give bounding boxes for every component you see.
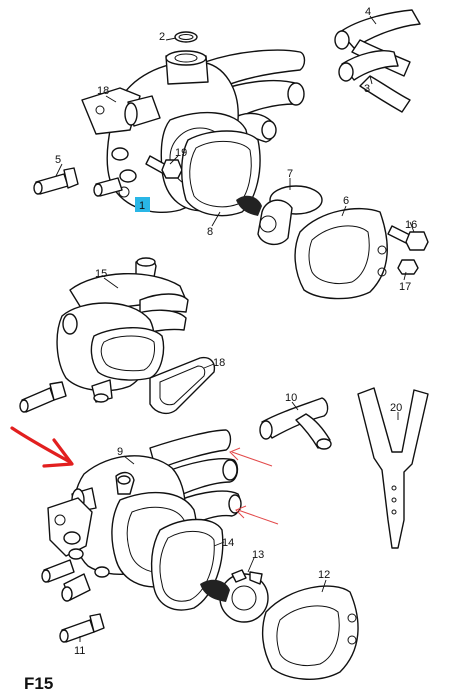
callout-6: 6 (343, 195, 349, 207)
callout-20: 20 (390, 402, 402, 414)
callout-16: 16 (405, 219, 417, 231)
callout-7: 7 (287, 168, 293, 180)
callout-9: 9 (117, 446, 123, 458)
callout-14: 14 (222, 537, 234, 549)
callout-13: 13 (252, 549, 264, 561)
stud-near-part-1 (93, 177, 123, 197)
bolt-part-16 (387, 225, 429, 251)
stud-middle-left (19, 381, 67, 413)
callout-labels: 2 4 3 18 5 19 1 7 6 8 16 17 15 18 10 20 … (55, 6, 417, 657)
callout-badge-1 (135, 197, 150, 212)
housing-part-15 (56, 257, 189, 403)
callout-3: 3 (364, 83, 370, 95)
stud-bottom-left (41, 559, 75, 583)
red-leader-lower (235, 505, 279, 525)
callout-5: 5 (55, 154, 61, 166)
callout-17: 17 (399, 281, 411, 293)
bolt-part-19 (145, 155, 183, 179)
cover-part-6 (294, 207, 388, 300)
callout-10: 10 (285, 392, 297, 404)
red-leader-upper (229, 447, 273, 467)
callout-15: 15 (95, 268, 107, 280)
callout-4: 4 (365, 6, 371, 18)
pipe-part-3 (338, 50, 411, 113)
thermostat-part-13 (200, 569, 269, 623)
figure-label: F15 (24, 674, 53, 693)
callout-18-middle: 18 (213, 357, 225, 369)
stud-part-5 (33, 167, 79, 195)
callout-1: 1 (139, 200, 145, 212)
callout-2: 2 (159, 31, 165, 43)
o-ring-part-2 (174, 31, 198, 43)
callout-18-top: 18 (97, 85, 109, 97)
cover-part-12 (261, 585, 359, 680)
gasket-part-18-lower (149, 356, 216, 415)
bracket-part-20 (357, 387, 429, 549)
nut-part-17 (397, 259, 419, 275)
callout-8: 8 (207, 226, 213, 238)
callout-11: 11 (74, 645, 85, 657)
callout-19: 19 (175, 147, 187, 159)
pipe-part-10 (259, 397, 332, 450)
stud-part-11 (59, 613, 105, 643)
red-pointer-arrow (10, 426, 74, 468)
thermostat-part-7 (236, 185, 323, 245)
callout-12: 12 (318, 569, 330, 581)
leader-lines (55, 15, 415, 642)
